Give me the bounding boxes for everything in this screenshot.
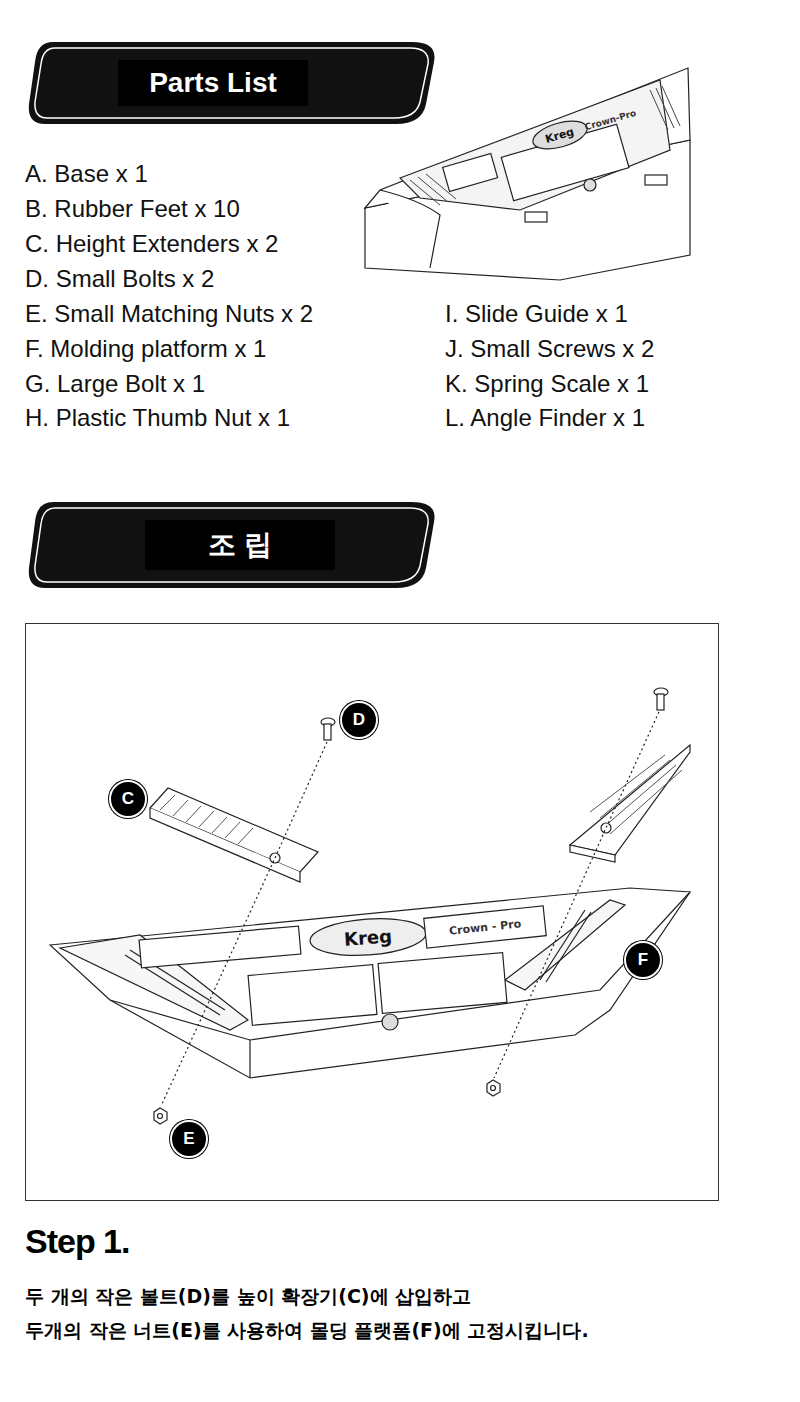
header-text: 조 립: [208, 526, 272, 564]
parts-list-item: D. Small Bolts x 2: [25, 265, 214, 293]
parts-list-item: J. Small Screws x 2: [445, 335, 654, 363]
parts-list-item: H. Plastic Thumb Nut x 1: [25, 404, 290, 432]
header-text: Parts List: [149, 67, 277, 99]
figure-frame: [26, 624, 719, 1201]
parts-list-item: E. Small Matching Nuts x 2: [25, 300, 313, 328]
callout-letter: D: [340, 701, 378, 739]
section-header-band: 조 립: [25, 500, 440, 590]
section-header-band: Parts List: [25, 40, 440, 126]
parts-list-item: L. Angle Finder x 1: [445, 404, 645, 432]
parts-list-item: G. Large Bolt x 1: [25, 370, 205, 398]
brand-logo-text: Kreg: [343, 925, 392, 949]
step-heading: Step 1.: [25, 1222, 129, 1261]
parts-list-item: A. Base x 1: [25, 160, 148, 188]
callout-letter: C: [109, 780, 147, 818]
callout-letter: E: [170, 1120, 208, 1158]
parts-list-item: B. Rubber Feet x 10: [25, 195, 240, 223]
callout-letter: F: [624, 941, 662, 979]
bolt-and-nut: [154, 688, 668, 1124]
height-extender: [150, 788, 318, 882]
platform-drawing: [50, 888, 690, 1078]
parts-list-item: F. Molding platform x 1: [25, 335, 266, 363]
instruction-text: 두 개의 작은 볼트(D)를 높이 확장기(C)에 삽입하고: [25, 1284, 471, 1310]
height-extender: [570, 745, 690, 862]
parts-list-item: K. Spring Scale x 1: [445, 370, 649, 398]
parts-list-item: C. Height Extenders x 2: [25, 230, 278, 258]
parts-list-item: I. Slide Guide x 1: [445, 300, 628, 328]
instruction-text: 두개의 작은 너트(E)를 사용하여 몰딩 플랫폼(F)에 고정시킵니다.: [25, 1318, 589, 1344]
assembly-line: [161, 712, 659, 1106]
